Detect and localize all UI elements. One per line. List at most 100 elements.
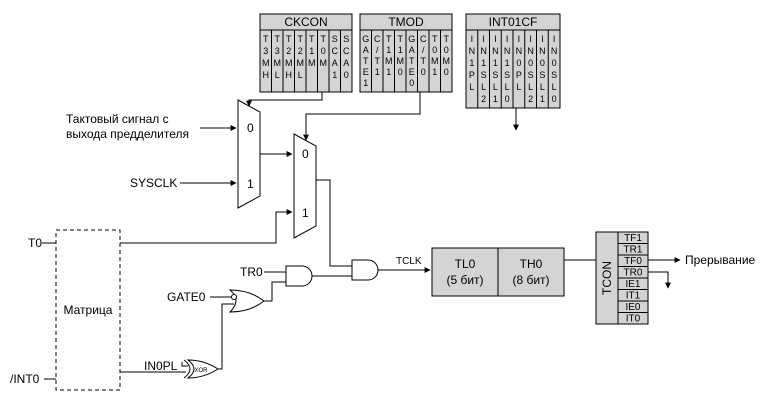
tl0-box [431, 247, 499, 297]
int01cf-bit-char: L [505, 82, 510, 92]
mux1 [237, 99, 261, 209]
tr0-label: TR0 [240, 265, 263, 279]
int01cf-bit-char: 0 [516, 58, 521, 68]
int01cf-bit-char: I [494, 34, 497, 44]
tl0-bits: (5 бит) [446, 273, 483, 287]
int01cf-bit-char: L [528, 82, 533, 92]
matrix-label: Матрица [64, 303, 113, 317]
int01cf-bit-char: I [553, 34, 556, 44]
tmod-bit-char: T [444, 34, 450, 44]
tmod-bit-char: C [374, 34, 381, 44]
int01cf-title: INT01CF [489, 15, 538, 29]
int01cf-bit-char: S [504, 70, 510, 80]
tmod-bit-char: 0 [444, 45, 449, 55]
prescaler-label-line1: Тактовый сигнал с [66, 112, 169, 126]
tcon-bit-label: IT0 [626, 314, 641, 325]
sysclk-label: SYSCLK [130, 176, 177, 190]
tmod-bit-char: 1 [386, 67, 391, 77]
int01cf-bit-char: N [469, 46, 476, 56]
tmod-bit-char: G [408, 34, 415, 44]
tcon-title: TCON [600, 261, 614, 295]
ckcon-bit-char: 3 [263, 46, 268, 56]
t0-to-mux2-wire [120, 209, 293, 244]
int01cf-bit-char: N [516, 46, 523, 56]
ckcon-bit-char: T [286, 34, 292, 44]
tcon-bit-label: IE1 [625, 279, 640, 290]
th0-bits: (8 бит) [512, 273, 549, 287]
tcon-bit-label: TF0 [624, 256, 642, 267]
int01cf-bit-char: N [492, 46, 499, 56]
tmod-bit-char: T [375, 56, 381, 66]
ckcon-bit-char: H [263, 70, 270, 80]
or-to-and1-wire [264, 281, 286, 302]
tmod-bit-char: M [385, 56, 393, 66]
ckcon-bit-char: 3 [275, 46, 280, 56]
int01cf-bit-char: P [469, 70, 475, 80]
ckcon-bit-char: 0 [344, 70, 349, 80]
mux1-input-0: 0 [247, 121, 254, 135]
or-gate [228, 289, 265, 313]
int01cf-bit-char: 1 [540, 94, 545, 104]
ckcon-bit-char: M [320, 58, 328, 68]
int01cf-bit-char: N [551, 46, 558, 56]
tmod-bit-char: M [397, 56, 405, 66]
int01cf-bit-char: I [506, 34, 509, 44]
int01cf-bit-char: L [481, 82, 486, 92]
int01cf-bit-char: L [493, 82, 498, 92]
tmod-bit-char: M [443, 56, 451, 66]
tr0-bit-output-wire [648, 271, 671, 289]
ckcon-bit-char: M [297, 58, 305, 68]
tclk-label: TCLK [396, 256, 422, 267]
int01cf-bit-char: 1 [505, 58, 510, 68]
ckcon-bit-char: T [275, 34, 281, 44]
int01cf-bit-columns: IN1PLIN1SL2IN1SL1IN1SL0IN0PLIN0SL2IN0SL1… [469, 30, 558, 108]
or-inversion-bubble [231, 294, 237, 300]
tmod-bit-char: 1 [375, 67, 380, 77]
ckcon-bit-char: 0 [321, 46, 326, 56]
int01cf-bit-char: I [471, 34, 474, 44]
ckcon-bit-char: M [308, 58, 316, 68]
tmod-bit-char: 1 [386, 45, 391, 55]
ckcon-bit-char: A [332, 58, 338, 68]
int01cf-bit-char: I [529, 34, 532, 44]
tmod-bit-char: G [362, 34, 369, 44]
tmod-bit-char: 0 [432, 45, 437, 55]
ckcon-bit-char: 2 [286, 46, 291, 56]
tmod-bit-char: T [398, 34, 404, 44]
tmod-bit-char: / [376, 45, 379, 55]
in0pl-to-xor-wire [181, 362, 188, 367]
int01cf-bit-char: N [539, 46, 546, 56]
tmod-title: TMOD [388, 15, 424, 29]
int01cf-bit-char: 0 [505, 94, 510, 104]
int01cf-bit-char: 0 [552, 58, 557, 68]
ckcon-bit-char: M [274, 58, 282, 68]
tmod-bit-char: T [386, 34, 392, 44]
t0-label: T0 [28, 236, 42, 250]
mux1-input-1: 1 [247, 177, 254, 191]
ckcon-bit-char: L [275, 70, 280, 80]
int01cf-bit-char: N [504, 46, 511, 56]
int01cf-bit-char: I [541, 34, 544, 44]
int01cf-bit-char: 0 [552, 94, 557, 104]
ckcon-bit-char: T [309, 34, 315, 44]
in0pl-label: IN0PL [144, 359, 178, 373]
int0-label: /INT0 [10, 372, 40, 386]
xor-to-or-wire [218, 303, 234, 370]
tcon-bit-label: IE0 [625, 302, 640, 313]
int01cf-bit-char: L [540, 82, 545, 92]
int01cf-bit-char: S [481, 70, 487, 80]
tmod-bit-char: T [409, 56, 415, 66]
int01cf-bit-char: N [527, 46, 534, 56]
int01cf-bit-char: 0 [528, 58, 533, 68]
tmod-bit-char: E [363, 67, 369, 77]
xor-gate [186, 359, 219, 379]
tmod-bit-char: 1 [363, 78, 368, 88]
and1-gate [285, 265, 313, 287]
ckcon-bit-char: L [298, 70, 303, 80]
int01cf-bit-char: L [552, 82, 557, 92]
tcon-bit-label: IT1 [626, 291, 641, 302]
ckcon-to-mux1-wire [246, 92, 323, 107]
